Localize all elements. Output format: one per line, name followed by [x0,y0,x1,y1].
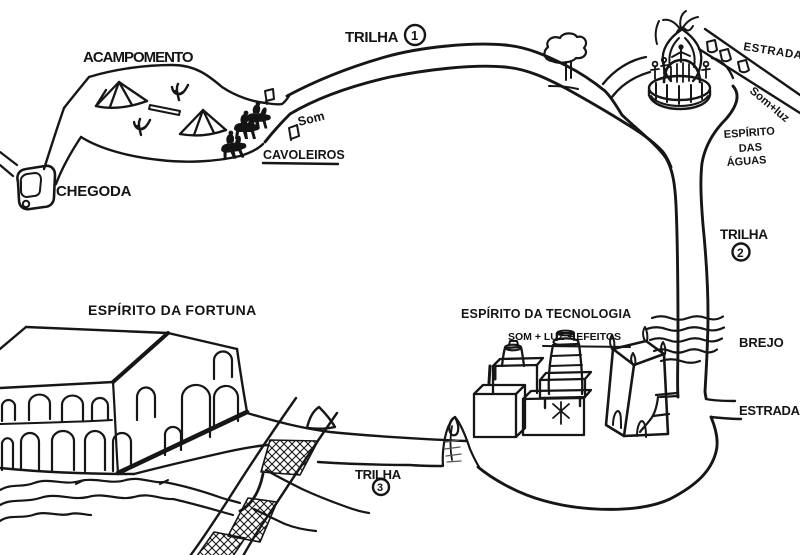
svg-text:ESTRADA: ESTRADA [743,41,800,62]
svg-text:ACAMPOMENTO: ACAMPOMENTO [83,49,194,66]
svg-text:Som+luz: Som+luz [747,85,791,125]
svg-text:ESPÍRITO DA FORTUNA: ESPÍRITO DA FORTUNA [88,302,257,318]
svg-text:1: 1 [411,28,418,43]
svg-text:TRILHA: TRILHA [720,227,768,242]
svg-text:DAS: DAS [738,141,762,155]
svg-text:BREJO: BREJO [739,335,784,350]
svg-text:ESTRADA: ESTRADA [739,403,800,418]
svg-text:SOM + LUZ + EFEITOS: SOM + LUZ + EFEITOS [508,331,621,343]
svg-text:CAVOLEIROS: CAVOLEIROS [263,148,345,162]
svg-text:ESPÍRITO DA TECNOLOGIA: ESPÍRITO DA TECNOLOGIA [461,306,631,321]
svg-text:TRILHA: TRILHA [355,467,402,482]
svg-text:CHEGODA: CHEGODA [56,183,132,200]
svg-text:TRILHA: TRILHA [345,29,399,46]
svg-text:Som: Som [296,109,326,129]
svg-text:ÁGUAS: ÁGUAS [726,153,767,169]
svg-text:ESPÍRITO: ESPÍRITO [723,124,775,141]
svg-text:2: 2 [737,246,744,260]
svg-text:3: 3 [377,482,383,494]
